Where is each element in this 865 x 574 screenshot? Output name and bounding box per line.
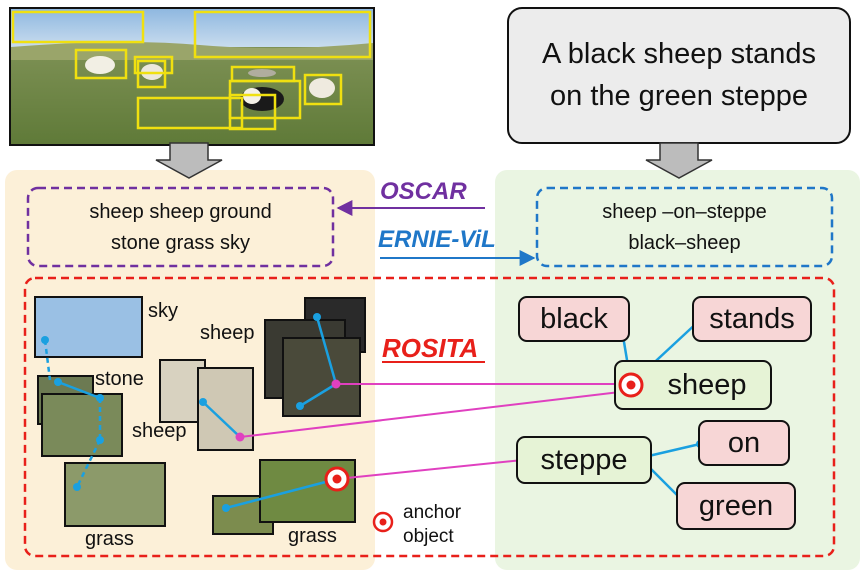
region-label-sheep-b: sheep <box>132 420 187 442</box>
node-black: black <box>518 296 630 342</box>
ernie-label: ERNIE-ViL <box>378 226 496 253</box>
image-bounding-boxes <box>11 10 372 131</box>
caption-box <box>507 7 851 144</box>
region-label-stone: stone <box>95 368 144 390</box>
anchor-marker-text <box>618 372 644 398</box>
node-green: green <box>676 482 796 530</box>
oscar-tags-box <box>26 186 335 268</box>
scene-graph-text: sheep –on–steppe black–sheep <box>537 197 832 259</box>
left-down-arrow <box>155 142 223 179</box>
caption-line-1: A black sheep stands <box>541 38 817 70</box>
oscar-label: OSCAR <box>380 178 467 205</box>
node-sheep: sheep <box>614 360 772 410</box>
region-label-sheep-a: sheep <box>200 322 255 344</box>
object-tags: sheep sheep ground stone grass sky <box>28 197 333 259</box>
anchor-legend-icon <box>372 511 394 533</box>
node-stands: stands <box>692 296 812 342</box>
region-label-grass-a: grass <box>85 528 134 550</box>
cross-modal-links <box>239 383 631 480</box>
top-image <box>9 7 375 146</box>
ernie-scene-box <box>535 186 834 268</box>
rosita-label: ROSITA <box>382 333 479 363</box>
scene-graph-line-2: black–sheep <box>628 232 741 254</box>
region-label-sky: sky <box>148 300 178 322</box>
object-tags-line-1: sheep sheep ground <box>89 201 272 223</box>
node-steppe: steppe <box>516 436 652 484</box>
legend-anchor-line-1: anchor <box>403 502 462 523</box>
right-down-arrow <box>645 142 713 179</box>
object-tags-line-2: stone grass sky <box>111 232 250 254</box>
anchor-marker-image <box>324 466 350 492</box>
rosita-box <box>23 276 836 558</box>
scene-graph-line-1: sheep –on–steppe <box>602 201 767 223</box>
caption-line-2: on the green steppe <box>550 80 808 112</box>
node-on: on <box>698 420 790 466</box>
region-label-grass-b: grass <box>288 525 337 547</box>
legend-anchor-line-2: object <box>403 526 454 547</box>
